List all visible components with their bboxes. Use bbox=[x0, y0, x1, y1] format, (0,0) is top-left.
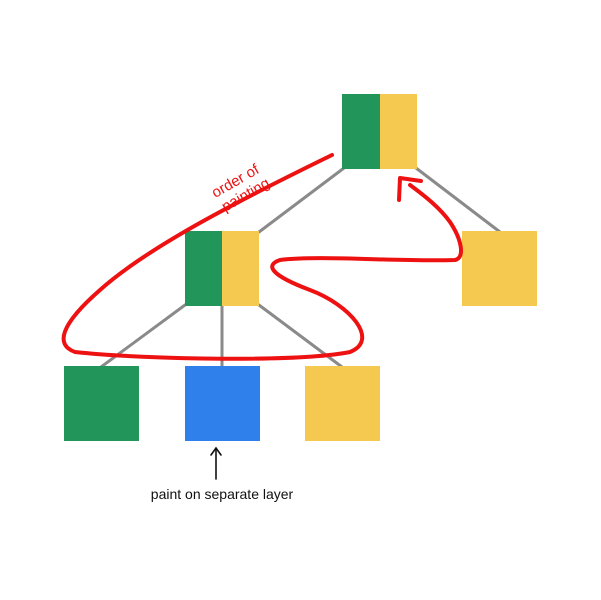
separate-layer-arrow-head bbox=[210, 446, 222, 456]
mid-node bbox=[185, 231, 259, 306]
mid-node-yellow-half bbox=[222, 231, 259, 306]
root-right-child-node bbox=[462, 231, 537, 306]
root-node-yellow-half bbox=[380, 94, 417, 169]
paint-order-arrowhead bbox=[397, 176, 423, 202]
separate-layer-note: paint on separate layer bbox=[151, 486, 294, 502]
leaf-right-node bbox=[305, 366, 380, 441]
mid-node-green-half bbox=[185, 231, 222, 306]
order-of-painting-label: order of painting bbox=[209, 159, 274, 216]
edge-root-to-mid bbox=[257, 166, 346, 234]
tree-edges bbox=[99, 166, 502, 369]
paint-order-path bbox=[61, 153, 463, 361]
leaf-left-node bbox=[64, 366, 139, 441]
root-node bbox=[342, 94, 417, 169]
edge-root-to-right-child bbox=[414, 166, 502, 234]
separate-layer-arrow bbox=[210, 446, 222, 480]
leaf-center-node bbox=[185, 366, 260, 441]
root-node-green-half bbox=[342, 94, 380, 169]
